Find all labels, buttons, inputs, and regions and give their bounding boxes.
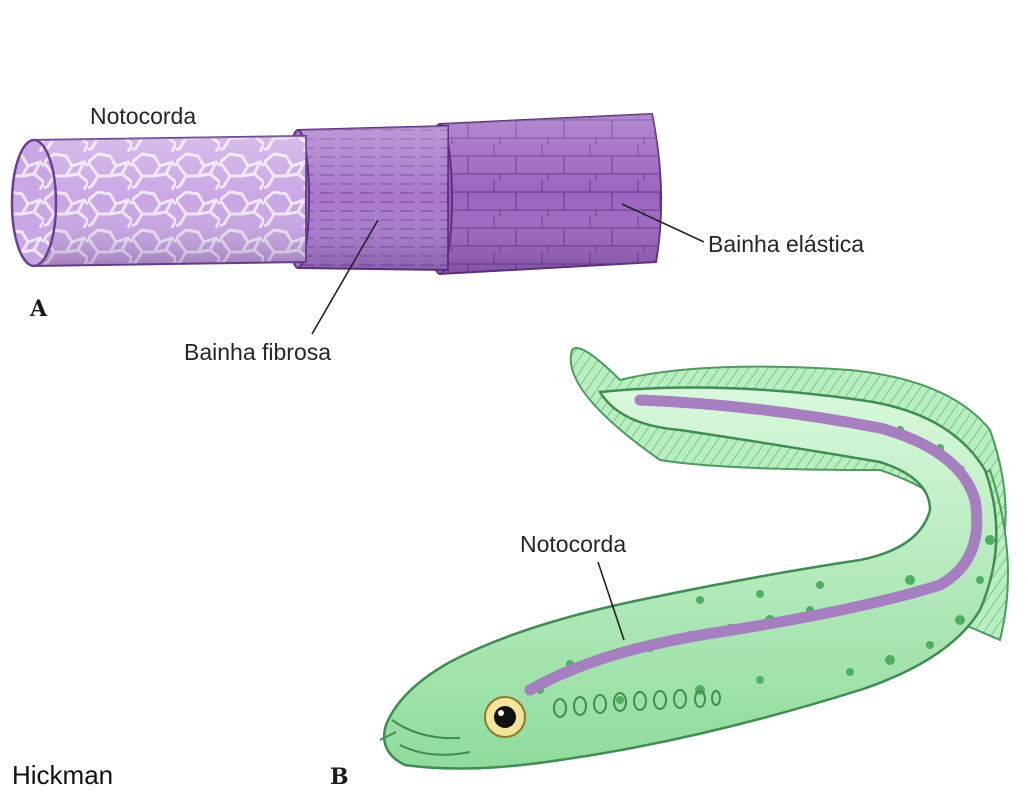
credit-text: Hickman <box>12 760 113 790</box>
notochord-core <box>12 136 306 266</box>
label-elastic-sheath: Bainha elástica <box>708 231 864 257</box>
eye <box>485 697 525 737</box>
elastic-sheath <box>428 114 661 274</box>
panel-a: Notocorda Bainha elástica Bainha fibrosa… <box>12 103 864 365</box>
label-fibrous-sheath: Bainha fibrosa <box>184 339 331 365</box>
fibrous-sheath <box>287 126 448 270</box>
label-notochord-b: Notocorda <box>520 531 626 557</box>
panel-letter-a: A <box>29 296 48 322</box>
label-notochord-a: Notocorda <box>90 103 196 129</box>
panel-letter-b: B <box>330 764 349 790</box>
notochord-end-face <box>12 140 56 266</box>
panel-b: Notocorda B <box>330 348 1008 790</box>
